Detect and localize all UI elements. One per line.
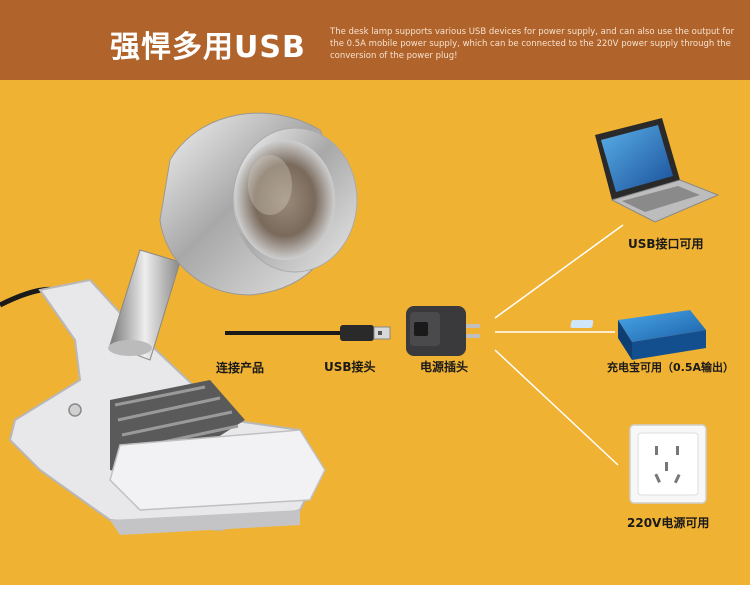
- wall-outlet-icon: [629, 424, 707, 504]
- label-outlet: 220V电源可用: [627, 516, 710, 530]
- header-banner: 强悍多用USB The desk lamp supports various U…: [0, 0, 750, 80]
- power-adapter-icon: [406, 306, 480, 356]
- label-usb-plug: USB接头: [324, 360, 376, 374]
- clip-lamp: [0, 112, 358, 535]
- label-power-plug: 电源插头: [420, 360, 469, 374]
- banner-title: 强悍多用USB: [110, 30, 306, 65]
- connection-lines: [494, 224, 624, 466]
- power-bank-icon: [570, 310, 706, 360]
- label-power-bank: 充电宝可用（0.5A输出）: [607, 361, 734, 374]
- label-connect-product: 连接产品: [216, 361, 265, 375]
- usb-cable: [225, 325, 391, 341]
- label-usb-port: USB接口可用: [628, 237, 704, 251]
- banner-description: The desk lamp supports various USB devic…: [330, 27, 735, 61]
- laptop-icon: [595, 118, 720, 223]
